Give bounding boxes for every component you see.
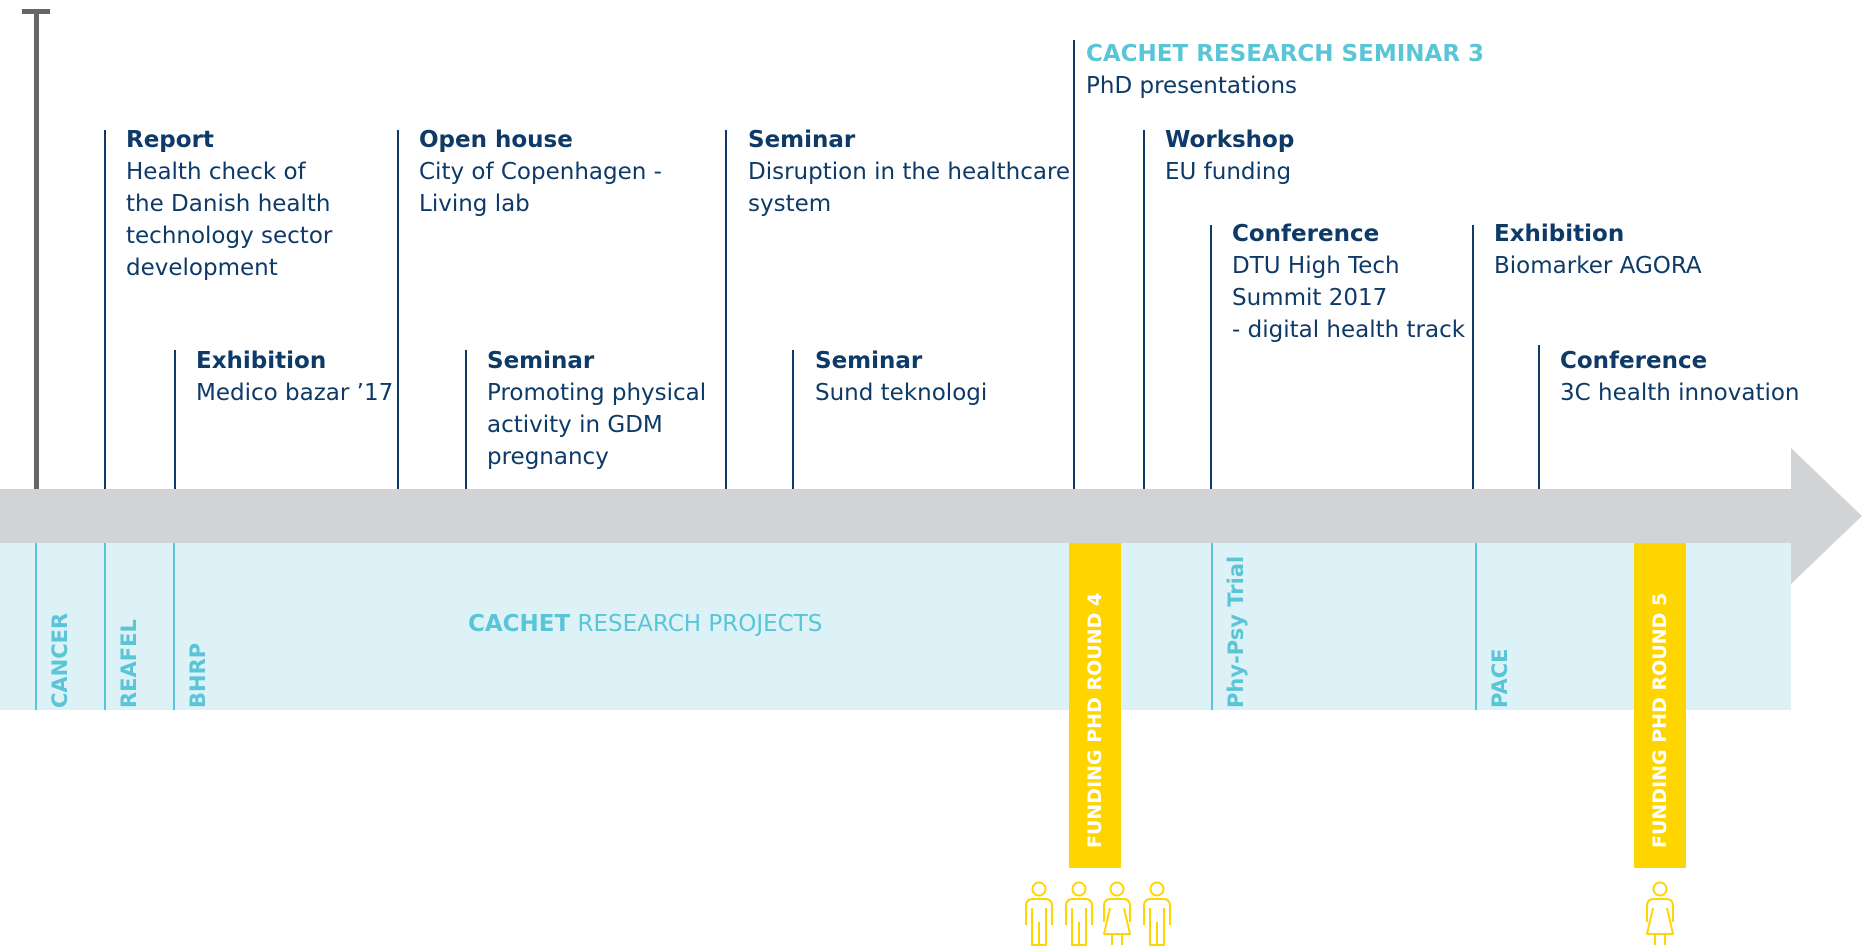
event-desc: PhD presentations bbox=[1086, 73, 1298, 99]
event-line bbox=[1538, 345, 1540, 490]
project-label-phypsy: Phy-Psy Trial bbox=[1224, 555, 1248, 708]
event-workshop: Workshop EU funding bbox=[1165, 124, 1294, 188]
project-label-reafel: REAFEL bbox=[117, 619, 141, 708]
person-female-icon bbox=[1646, 881, 1674, 945]
event-title: Workshop bbox=[1165, 127, 1295, 153]
research-projects-band bbox=[0, 543, 1791, 710]
projects-title-rest: RESEARCH PROJECTS bbox=[570, 611, 823, 637]
event-desc: system bbox=[748, 191, 832, 217]
event-line bbox=[397, 130, 399, 490]
event-desc: Health check of bbox=[126, 159, 306, 185]
event-title: Exhibition bbox=[196, 348, 327, 374]
event-desc: 3C health innovation bbox=[1560, 380, 1800, 406]
projects-title-bold: CACHET bbox=[468, 611, 571, 637]
event-title: Open house bbox=[419, 127, 573, 153]
project-label-pace: PACE bbox=[1488, 648, 1512, 708]
event-open-house: Open house City of Copenhagen - Living l… bbox=[419, 124, 662, 220]
event-desc: development bbox=[126, 255, 278, 281]
event-title: Seminar bbox=[748, 127, 856, 153]
funding-bar-round-5: FUNDING PHD ROUND 5 bbox=[1634, 543, 1686, 868]
event-desc: activity in GDM bbox=[487, 412, 663, 438]
event-desc: Promoting physical bbox=[487, 380, 707, 406]
event-line bbox=[1472, 225, 1474, 490]
person-female-icon bbox=[1103, 881, 1131, 945]
event-desc: pregnancy bbox=[487, 444, 609, 470]
event-seminar-disruption: Seminar Disruption in the healthcare sys… bbox=[748, 124, 1070, 220]
event-desc: technology sector bbox=[126, 223, 333, 249]
event-desc: Sund teknologi bbox=[815, 380, 988, 406]
event-line bbox=[465, 350, 467, 490]
funding-label-round-4: FUNDING PHD ROUND 4 bbox=[1084, 592, 1106, 848]
event-desc: Biomarker AGORA bbox=[1494, 253, 1702, 279]
project-divider bbox=[104, 543, 106, 710]
event-title: Report bbox=[126, 127, 214, 153]
project-divider bbox=[1211, 543, 1213, 710]
event-exhibition-medico: Exhibition Medico bazar ’17 bbox=[196, 345, 393, 409]
event-line bbox=[792, 350, 794, 490]
event-cachet-seminar: CACHET RESEARCH SEMINAR 3 PhD presentati… bbox=[1086, 38, 1484, 102]
event-line bbox=[174, 350, 176, 490]
research-projects-title: CACHET RESEARCH PROJECTS bbox=[468, 611, 822, 637]
event-title: Exhibition bbox=[1494, 221, 1625, 247]
timeline-start-marker bbox=[34, 12, 39, 490]
event-line bbox=[725, 130, 727, 490]
event-desc: Disruption in the healthcare bbox=[748, 159, 1071, 185]
event-seminar-gdm: Seminar Promoting physical activity in G… bbox=[487, 345, 706, 473]
person-icon bbox=[1065, 881, 1093, 946]
funding-label-round-5: FUNDING PHD ROUND 5 bbox=[1649, 592, 1671, 848]
timeline-start-cap bbox=[22, 9, 50, 14]
event-line bbox=[1210, 225, 1212, 490]
event-desc: Medico bazar ’17 bbox=[196, 380, 394, 406]
event-desc: - digital health track bbox=[1232, 317, 1466, 343]
person-icon bbox=[1025, 881, 1053, 946]
event-exhibition-agora: Exhibition Biomarker AGORA bbox=[1494, 218, 1702, 282]
event-seminar-sund: Seminar Sund teknologi bbox=[815, 345, 987, 409]
project-label-cancer: CANCER bbox=[48, 612, 72, 708]
event-desc: Living lab bbox=[419, 191, 530, 217]
event-desc: the Danish health bbox=[126, 191, 331, 217]
event-report: Report Health check of the Danish health… bbox=[126, 124, 332, 284]
event-desc: DTU High Tech bbox=[1232, 253, 1400, 279]
event-title: Conference bbox=[1560, 348, 1708, 374]
event-line bbox=[1143, 130, 1145, 490]
event-line bbox=[1073, 40, 1075, 490]
event-title: CACHET RESEARCH SEMINAR 3 bbox=[1086, 41, 1485, 67]
event-desc: City of Copenhagen - bbox=[419, 159, 662, 185]
project-divider bbox=[35, 543, 37, 710]
timeline-arrow bbox=[0, 448, 1862, 584]
event-line bbox=[104, 130, 106, 490]
funding-bar-round-4: FUNDING PHD ROUND 4 bbox=[1069, 543, 1121, 868]
project-divider bbox=[1475, 543, 1477, 710]
event-conference-dtu: Conference DTU High Tech Summit 2017 - d… bbox=[1232, 218, 1465, 346]
project-divider bbox=[173, 543, 175, 710]
event-title: Seminar bbox=[815, 348, 923, 374]
person-icon bbox=[1143, 881, 1171, 946]
event-title: Seminar bbox=[487, 348, 595, 374]
event-title: Conference bbox=[1232, 221, 1380, 247]
event-desc: Summit 2017 bbox=[1232, 285, 1388, 311]
event-desc: EU funding bbox=[1165, 159, 1292, 185]
project-label-bhrp: BHRP bbox=[186, 642, 210, 708]
event-conference-3c: Conference 3C health innovation bbox=[1560, 345, 1800, 409]
